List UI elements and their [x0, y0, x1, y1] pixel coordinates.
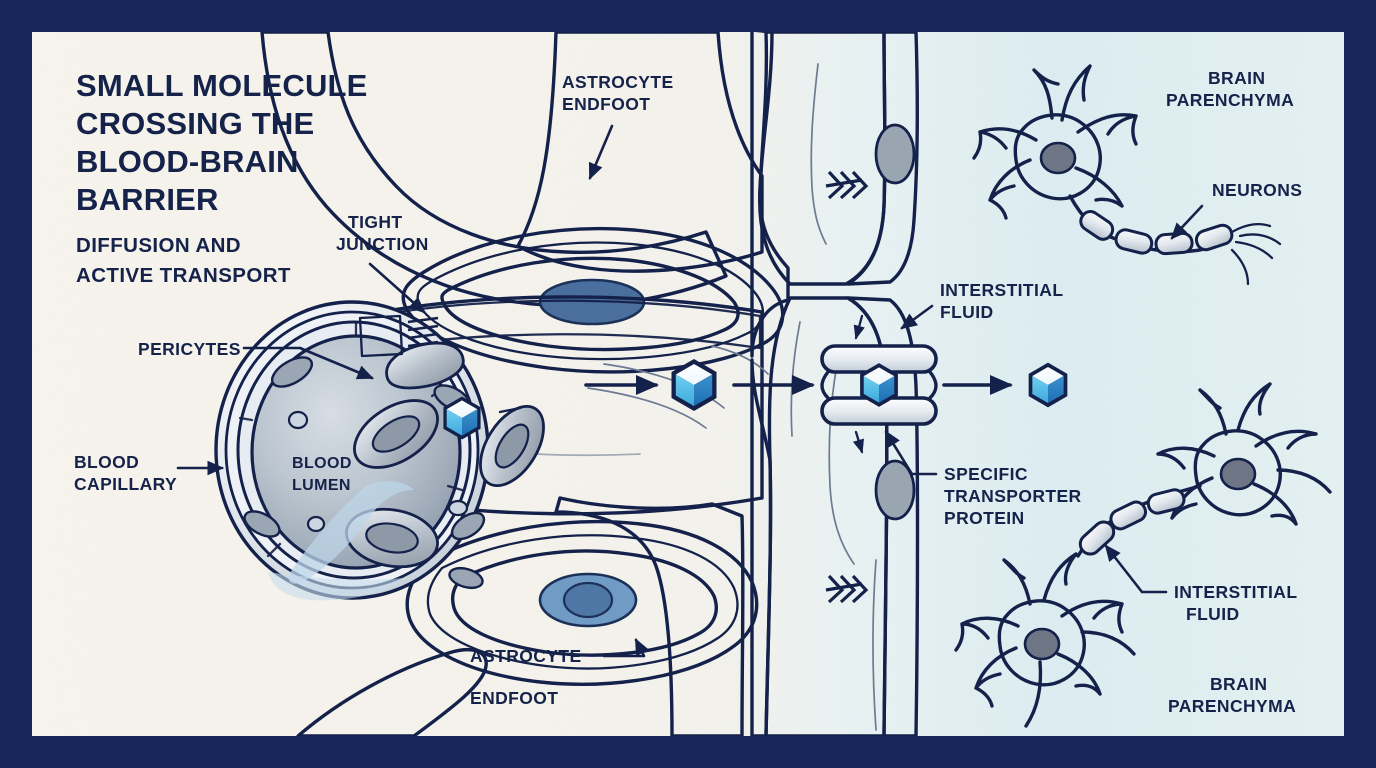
label-title: SMALL MOLECULE CROSSING THE BLOOD-BRAIN … — [76, 68, 368, 217]
pericyte — [243, 510, 281, 538]
specific-transporter-protein — [820, 344, 938, 426]
molecule-in-lumen — [443, 396, 481, 440]
transport-arrows — [584, 314, 1068, 454]
label-specific-transporter-protein: SPECIFIC TRANSPORTER PROTEIN — [886, 432, 1082, 528]
svg-text:PROTEIN: PROTEIN — [944, 508, 1025, 528]
pericytes-group — [243, 356, 486, 590]
label-blood-lumen: BLOOD LUMEN — [292, 455, 352, 494]
svg-text:BLOOD: BLOOD — [292, 455, 352, 472]
svg-text:NEURONS: NEURONS — [1212, 180, 1302, 200]
svg-text:FLUID: FLUID — [1186, 604, 1240, 624]
subtitle-line-2: ACTIVE TRANSPORT — [76, 264, 291, 287]
svg-text:PARENCHYMA: PARENCHYMA — [1166, 90, 1294, 110]
pericyte — [448, 566, 484, 590]
label-interstitial-fluid-bottom: INTERSTITIAL FLUID — [1106, 546, 1297, 624]
label-astrocyte-endfoot-bottom: ASTROCYTE ENDFOOT — [470, 640, 644, 708]
pericyte — [270, 356, 314, 388]
label-pericytes: PERICYTES — [138, 339, 372, 378]
neuron-soma — [997, 599, 1086, 687]
svg-text:TIGHT: TIGHT — [348, 212, 403, 232]
svg-text:BRAIN: BRAIN — [1210, 674, 1267, 694]
neuron-nucleus — [1039, 141, 1077, 175]
svg-text:INTERSTITIAL: INTERSTITIAL — [1174, 582, 1297, 602]
pericyte — [450, 511, 486, 541]
molecule-in-transporter — [860, 363, 898, 407]
title-line-2: CROSSING THE — [76, 106, 314, 141]
label-brain-parenchyma-top: BRAIN PARENCHYMA — [1166, 68, 1294, 110]
svg-text:ENDFOOT: ENDFOOT — [562, 94, 650, 114]
tight-junction-mark-top — [825, 170, 869, 200]
label-neurons: NEURONS — [1170, 180, 1302, 240]
svg-text:TRANSPORTER: TRANSPORTER — [944, 486, 1082, 506]
label-brain-parenchyma-bottom: BRAIN PARENCHYMA — [1168, 674, 1296, 716]
astrocyte-endfoot-top — [260, 32, 785, 374]
neuron-soma — [1193, 429, 1282, 517]
tight-junction-mark-bottom — [825, 574, 869, 604]
svg-text:INTERSTITIAL: INTERSTITIAL — [940, 280, 1063, 300]
svg-text:LUMEN: LUMEN — [292, 477, 351, 494]
title-line-4: BARRIER — [76, 182, 219, 217]
capillary-cross-section — [214, 300, 545, 601]
title-line-1: SMALL MOLECULE — [76, 68, 368, 103]
svg-text:CAPILLARY: CAPILLARY — [74, 474, 177, 494]
label-interstitial-fluid-top: INTERSTITIAL FLUID — [900, 280, 1063, 330]
svg-text:BLOOD: BLOOD — [74, 452, 139, 472]
title-line-3: BLOOD-BRAIN — [76, 144, 299, 179]
red-blood-cells — [345, 341, 545, 569]
label-astrocyte-endfoot-top: ASTROCYTE ENDFOOT — [562, 72, 674, 180]
neuron-soma — [1013, 113, 1102, 201]
svg-text:BRAIN: BRAIN — [1208, 68, 1265, 88]
svg-text:ASTROCYTE: ASTROCYTE — [562, 72, 674, 92]
label-subtitle: DIFFUSION AND ACTIVE TRANSPORT — [76, 234, 291, 287]
neuron-bottom-right — [954, 552, 1136, 728]
svg-text:SPECIFIC: SPECIFIC — [944, 464, 1028, 484]
label-blood-capillary: BLOOD CAPILLARY — [74, 452, 225, 494]
endothelial-nucleus-top — [874, 123, 916, 185]
svg-text:FLUID: FLUID — [940, 302, 994, 322]
svg-text:JUNCTION: JUNCTION — [336, 234, 429, 254]
svg-text:PARENCHYMA: PARENCHYMA — [1168, 696, 1296, 716]
molecule-in-parenchyma — [1028, 362, 1068, 408]
subtitle-line-1: DIFFUSION AND — [76, 234, 241, 257]
svg-text:ASTROCYTE: ASTROCYTE — [470, 646, 582, 666]
red-blood-cell — [385, 341, 465, 390]
svg-text:ENDFOOT: ENDFOOT — [470, 688, 558, 708]
neuron-nucleus — [1219, 457, 1257, 491]
tight-junction-hatch-capillary — [407, 316, 439, 348]
astrocyte-endfoot-bottom — [296, 496, 759, 736]
molecule-perivascular — [671, 359, 717, 411]
neuron-nucleus — [1023, 627, 1061, 661]
endothelial-nucleus-bottom — [874, 459, 916, 521]
label-tight-junction: TIGHT JUNCTION — [336, 212, 429, 314]
svg-text:PERICYTES: PERICYTES — [138, 339, 241, 359]
